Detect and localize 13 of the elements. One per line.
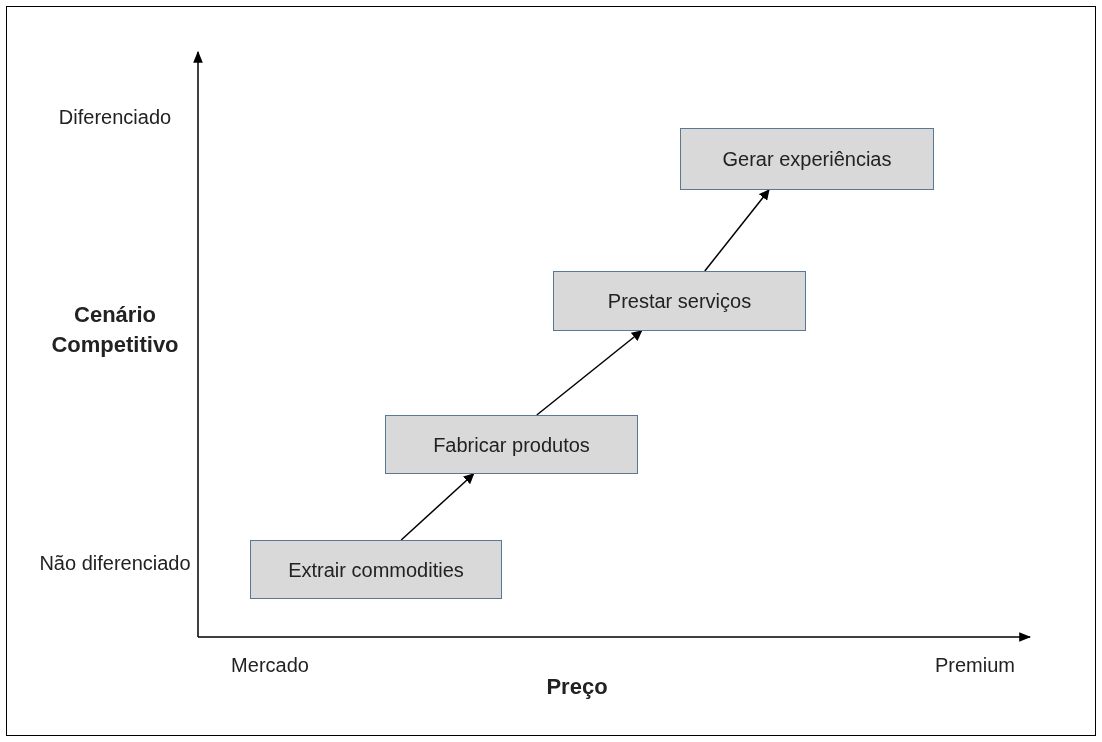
stage-box: Fabricar produtos: [385, 415, 638, 474]
arrow: [400, 473, 475, 541]
axis-label: Diferenciado: [57, 105, 173, 130]
arrow: [536, 330, 643, 416]
stage-box: Extrair commodities: [250, 540, 502, 599]
axis-label: Premium: [934, 653, 1016, 678]
axis-label: Cenário Competitivo: [50, 301, 180, 359]
axis-label: Preço: [545, 673, 609, 701]
stage-box: Prestar serviços: [553, 271, 806, 331]
axis-label: Mercado: [230, 653, 310, 678]
arrow: [704, 189, 770, 272]
axis-label: Não diferenciado: [38, 551, 192, 576]
stage-box: Gerar experiências: [680, 128, 934, 190]
